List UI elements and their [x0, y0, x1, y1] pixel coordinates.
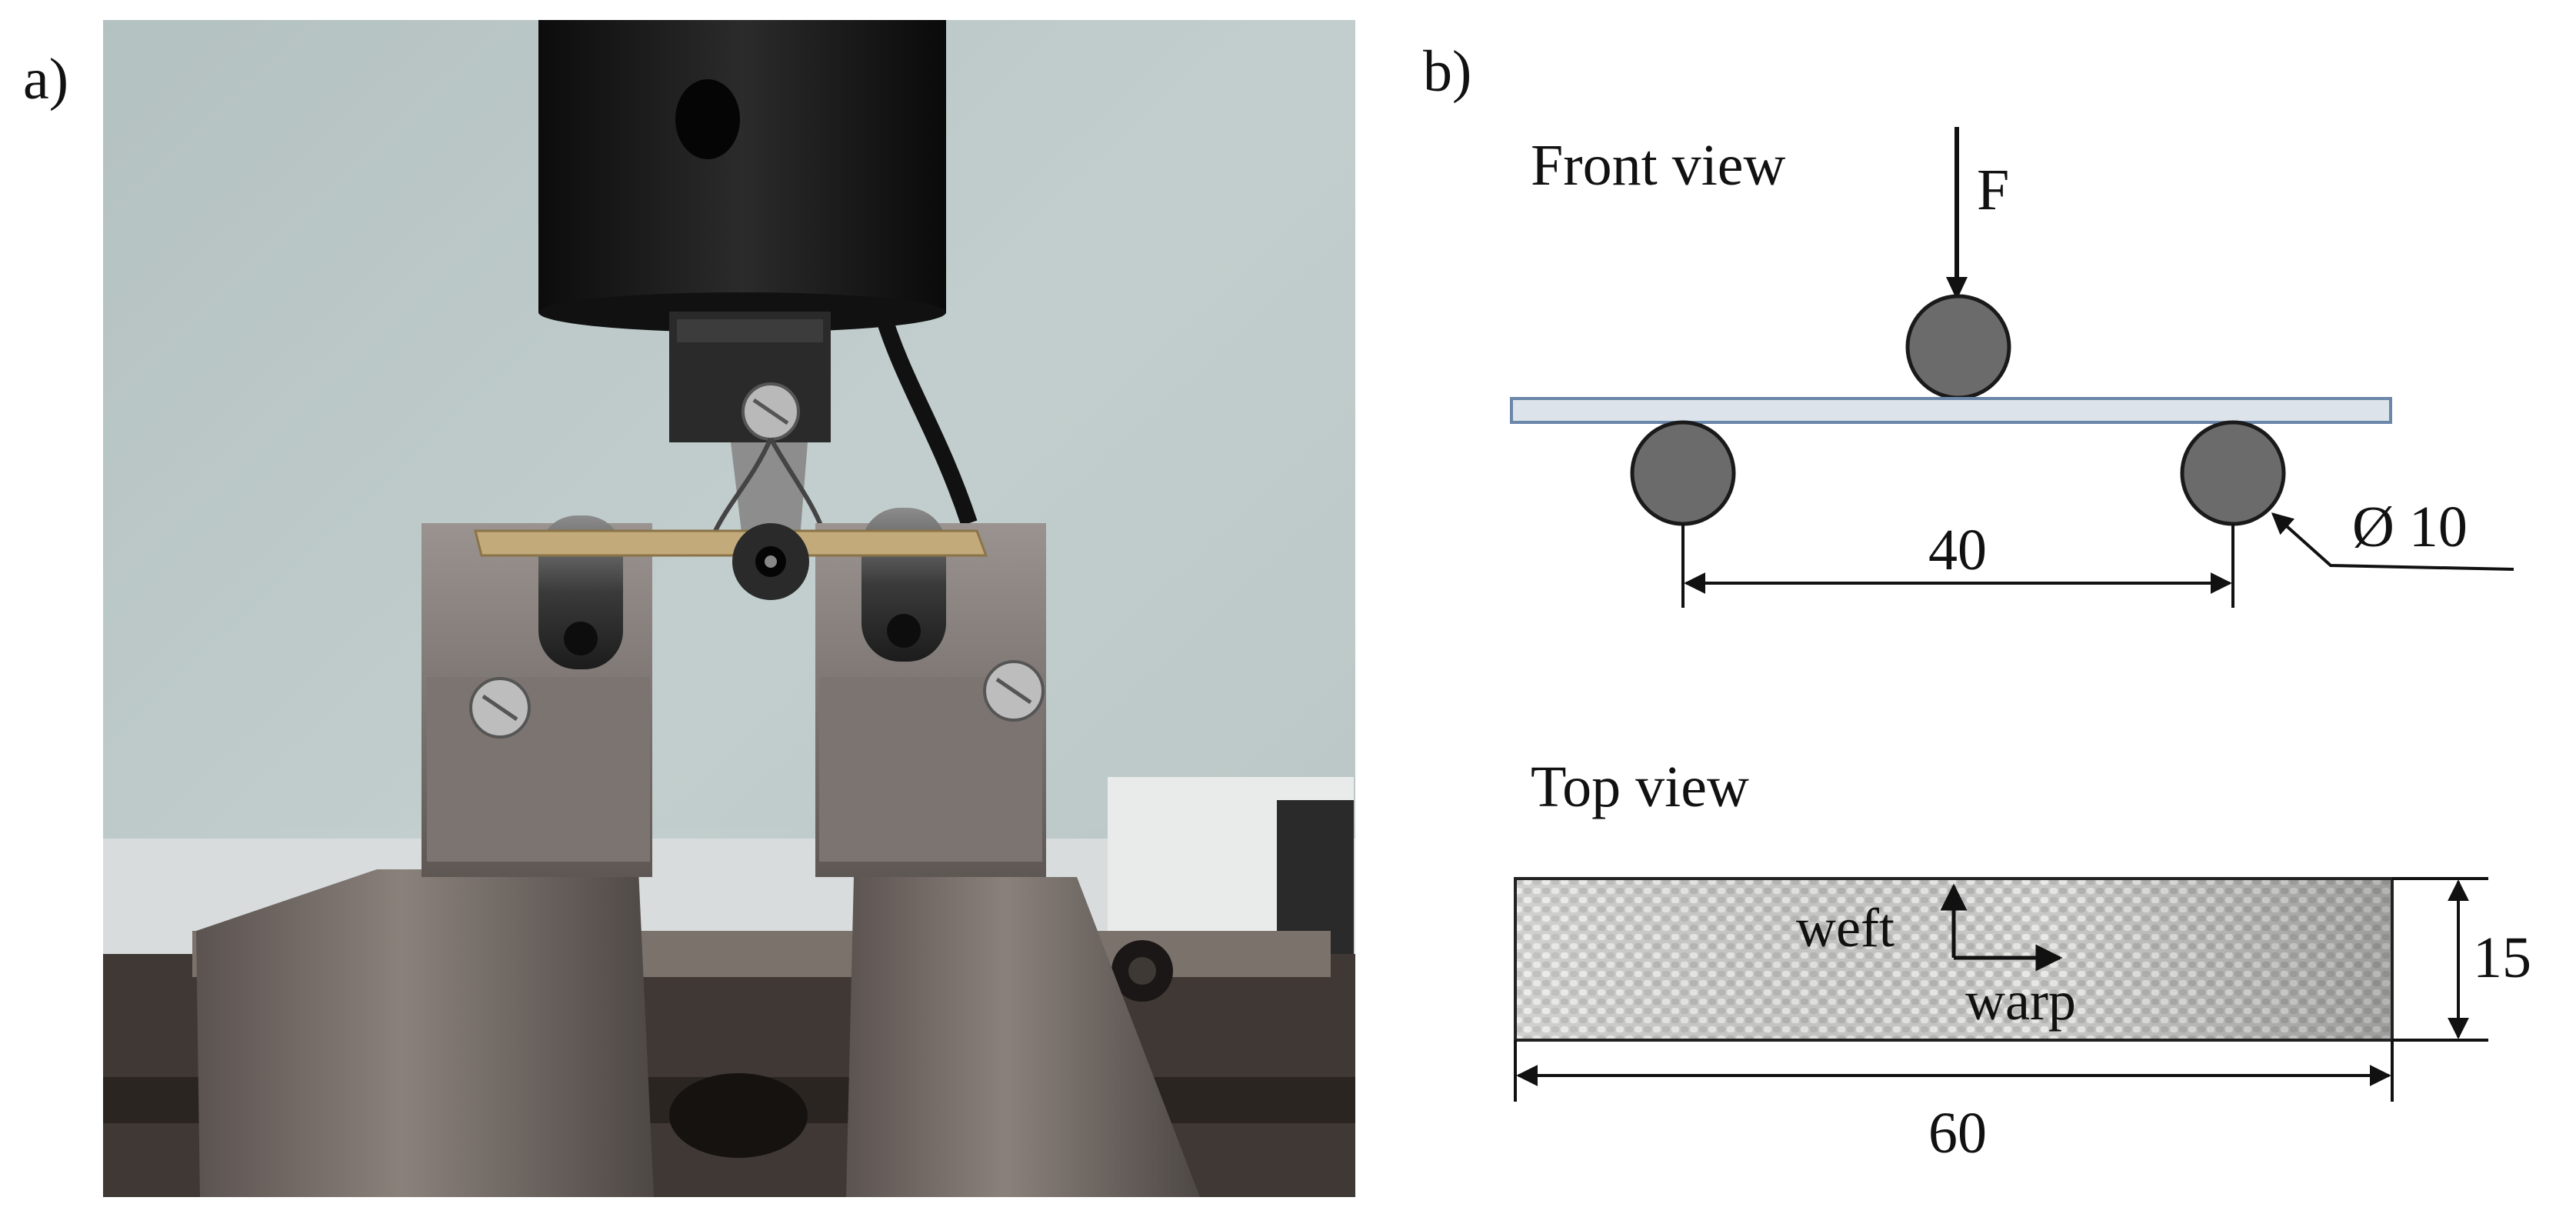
weft-label: weft [1796, 897, 1895, 959]
right-support [846, 877, 1200, 1197]
span-label: 40 [1928, 518, 1987, 582]
diameter-label: Ø 10 [2352, 495, 2468, 559]
force-label: F [1977, 158, 2009, 222]
specimen-photo [474, 529, 988, 557]
loading-nose [1905, 294, 2011, 400]
warp-label: warp [1965, 970, 2076, 1032]
cable [872, 305, 978, 526]
right-support-roller [2180, 420, 2286, 526]
panel-b-label: b) [1423, 39, 1471, 104]
front-view: Front view F 40 Ø 10 [1510, 127, 2514, 608]
test-rig-photo [103, 20, 1355, 1197]
diameter-leader [2271, 512, 2514, 571]
force-arrow-head [1946, 277, 1968, 300]
panel-a-label: a) [23, 47, 68, 112]
top-view-title: Top view [1531, 755, 1749, 819]
load-cell-hole [675, 79, 740, 159]
top-view: Top view weft warp 15 60 [1514, 755, 2531, 1166]
length-label: 60 [1928, 1101, 1987, 1166]
front-view-title: Front view [1531, 133, 1786, 198]
specimen-front [1510, 397, 2392, 424]
width-label: 15 [2473, 926, 2531, 990]
left-support-roller [1630, 420, 1736, 526]
left-support [196, 869, 654, 1197]
load-cell [538, 20, 946, 312]
